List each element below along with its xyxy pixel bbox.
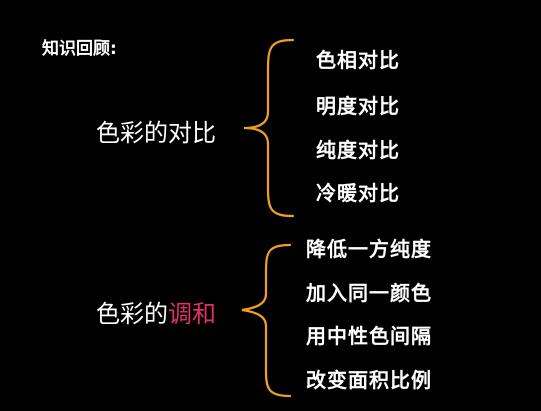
group-label-contrast: 色彩的对比 [96, 113, 216, 148]
harmony-item-change-area-ratio: 改变面积比例 [306, 368, 432, 392]
group-label-harmony: 色彩的调和 [96, 294, 216, 329]
group-label-harmony-highlight: 调和 [168, 300, 216, 328]
contrast-item-saturation: 纯度对比 [316, 138, 400, 162]
harmony-item-reduce-saturation: 降低一方纯度 [306, 237, 432, 261]
harmony-item-add-common-color: 加入同一颜色 [306, 281, 432, 305]
group-label-harmony-prefix: 色彩的 [96, 300, 168, 328]
group-label-contrast-text: 色彩的对比 [96, 119, 216, 147]
contrast-item-temperature: 冷暖对比 [316, 181, 400, 205]
slide-title: 知识回顾: [42, 39, 117, 59]
harmony-item-neutral-separator: 用中性色间隔 [306, 324, 432, 348]
contrast-item-lightness: 明度对比 [316, 94, 400, 118]
contrast-item-hue: 色相对比 [316, 48, 400, 72]
